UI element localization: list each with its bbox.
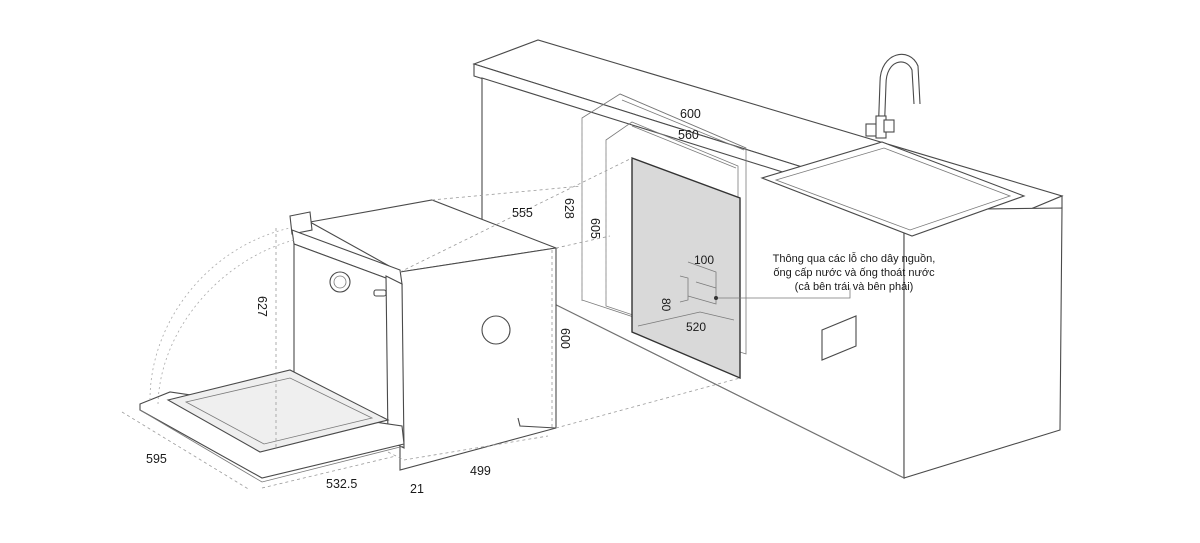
dim-base-width: 520 <box>686 320 706 334</box>
dim-cabinet-width-outer: 600 <box>680 107 701 121</box>
dim-door-open-depth: 532.5 <box>326 477 357 491</box>
note-line-2: ống cấp nước và ống thoát nước <box>773 267 935 279</box>
dim-dishwasher-depth: 555 <box>512 206 533 220</box>
dim-door-height: 627 <box>255 296 269 317</box>
dim-dishwasher-height: 600 <box>558 328 572 349</box>
faucet-icon <box>865 53 921 139</box>
dim-dishwasher-body-depth: 499 <box>470 464 491 478</box>
dim-cutout-height: 80 <box>659 298 673 312</box>
dim-cabinet-height-outer: 628 <box>562 198 576 219</box>
note-line-3: (cả bên trái và bên phải) <box>795 281 914 293</box>
dim-door-thickness: 21 <box>410 482 424 496</box>
kitchen-counter <box>472 39 1064 479</box>
hole-note: Thông qua các lỗ cho dây nguồn, ống cấp … <box>773 252 936 293</box>
dim-overall-depth-open: 595 <box>146 452 167 466</box>
dishwasher <box>139 199 559 483</box>
dim-cabinet-height-inner: 605 <box>588 218 602 239</box>
dimension-lines <box>121 99 851 491</box>
cabinet-niche <box>581 93 747 380</box>
dim-cutout-width: 100 <box>694 253 714 267</box>
dim-cabinet-width-inner: 560 <box>678 128 699 142</box>
access-hole <box>821 315 857 361</box>
sink <box>760 141 1026 237</box>
note-line-1: Thông qua các lỗ cho dây nguồn, <box>773 252 936 265</box>
